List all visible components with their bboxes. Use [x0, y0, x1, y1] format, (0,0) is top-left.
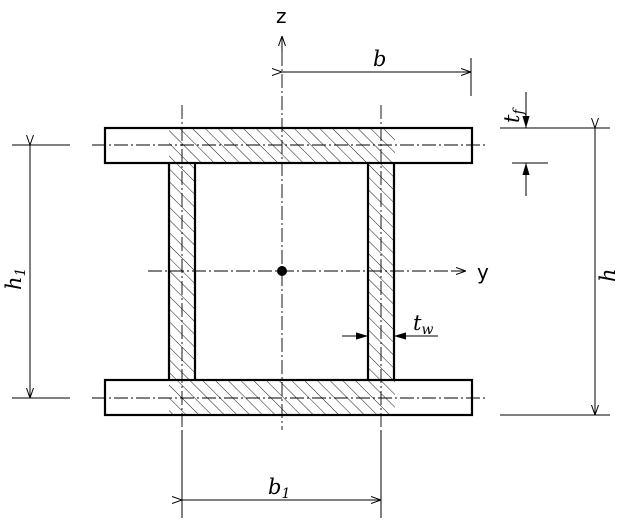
centre-lines: [92, 52, 485, 430]
top-flange: [103, 126, 474, 165]
dim-h1-label: h1: [2, 268, 29, 290]
centroid-dot: [277, 266, 287, 276]
y-axis-label: y: [477, 260, 489, 284]
bottom-flange: [103, 378, 474, 417]
dim-tf: [512, 92, 548, 196]
dim-b: [282, 58, 472, 96]
axis-arrows: [282, 36, 466, 271]
section-outline: [103, 126, 474, 417]
dim-h-label: h: [596, 268, 620, 282]
dim-b1: [182, 430, 382, 518]
dim-h1: [12, 145, 70, 399]
dim-b1-label: b1: [268, 475, 290, 502]
dim-tw-label: tw: [413, 311, 433, 338]
dim-h: [500, 128, 610, 416]
z-axis-label: z: [276, 4, 287, 28]
dim-tf-label: tf: [500, 107, 527, 123]
dim-b-label: b: [373, 47, 386, 71]
